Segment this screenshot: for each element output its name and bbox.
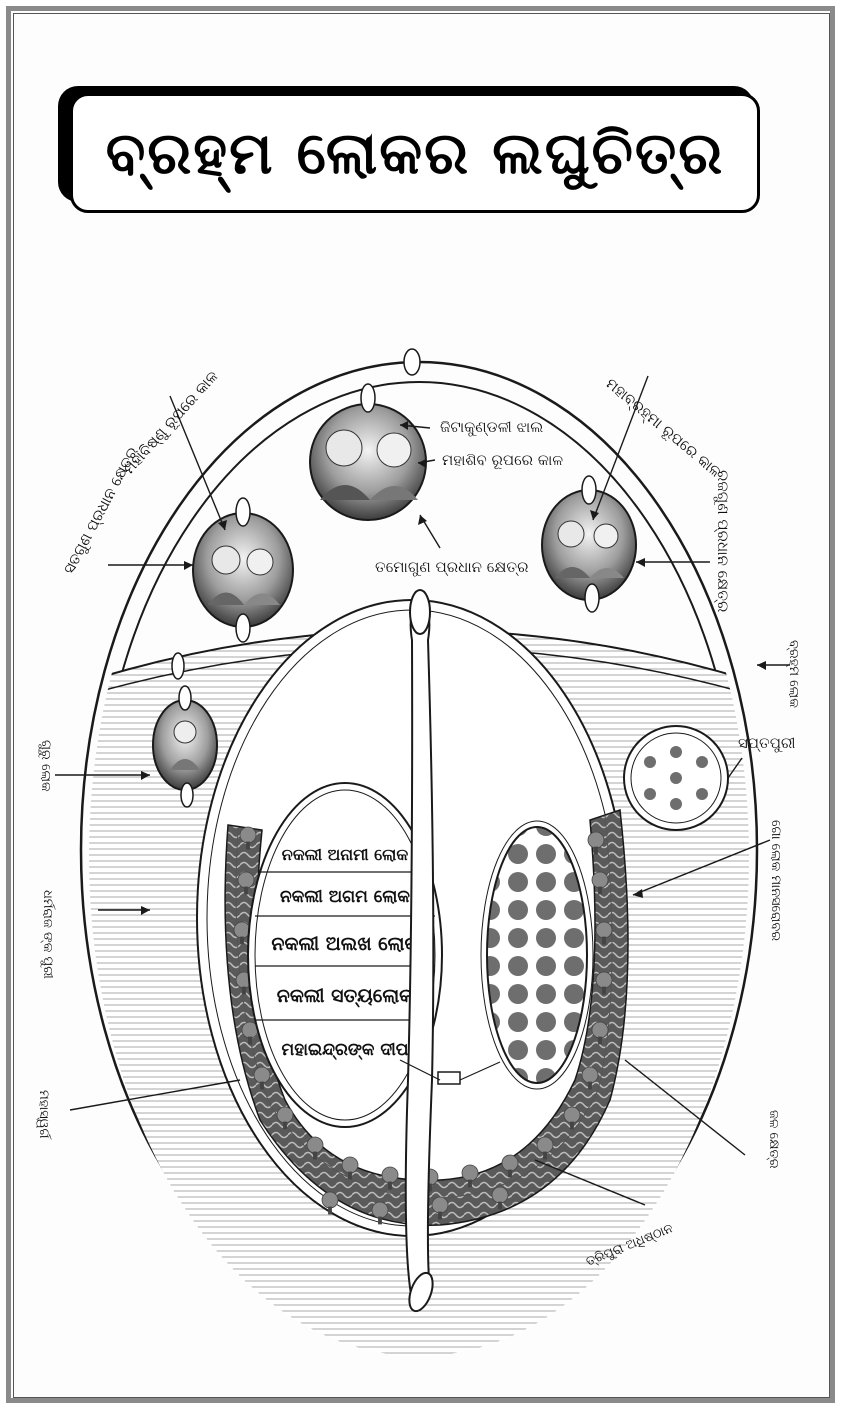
label-rajogun: ରଜଗୁଣ ପ୍ରଧାନ କ୍ଷେତ୍ର — [714, 470, 732, 612]
vishnu-lakshmi-portrait-icon — [193, 498, 293, 642]
label-mahabrahma: ମହାବ୍ରହ୍ମା ରୂପରେ କାଳ — [602, 374, 725, 482]
label-mahasvarg: ମହାସ୍ୱର୍ଗ — [36, 1090, 52, 1141]
realm-label-mahaindra: ମହାଇନ୍ଦ୍ରଙ୍କ ଦୀପ — [281, 1040, 408, 1061]
realm-label-satyalok: ନକଲୀ ସତ୍ୟଲୋକ — [277, 985, 413, 1008]
realm-label-agam: ନକଲୀ ଅଗମ ଲୋକ — [280, 887, 410, 907]
label-mahashiva: ମହାଶିବ ରୂପରେ କାଳ — [442, 451, 563, 470]
label-satogun: ସତଗୁଣ ପ୍ରଧାନ କ୍ଷେତ୍ର — [60, 444, 142, 577]
label-brahma-lok: ବ୍ରହ୍ମ ଲୋକ — [785, 640, 801, 708]
label-saptapuri: ସପ୍ତପୁରୀ — [738, 734, 796, 752]
label-gaulok: ଗୋ ଲୋକ ମାନସରୋବର — [768, 820, 783, 941]
realm-label-alakh: ନକଲୀ ଅଲଖ ଲୋକ — [271, 933, 418, 955]
dotted-ellipse — [487, 827, 587, 1083]
label-jatakundali: ଜିଟାକୁଣ୍ଡଳୀ ଝାଲ — [440, 418, 543, 436]
brahma-savitri-portrait-icon — [542, 476, 636, 612]
label-tamogun: ତମୋଗୁଣ ପ୍ରଧାନ କ୍ଷେତ୍ର — [375, 558, 528, 576]
shiva-parvati-portrait-icon — [310, 384, 426, 520]
label-jal-kshetra: ଜଳ କ୍ଷେତ୍ର — [766, 1110, 781, 1169]
label-dharmaraj: ଧର୍ମରାଜ ଙ୍କ ପୁରୀ — [40, 890, 56, 979]
realm-label-anami: ନକଲୀ ଅନାମୀ ଲୋକ — [282, 845, 409, 864]
label-guru-lok: ଗୁରୁ ଲୋକ — [38, 740, 53, 792]
